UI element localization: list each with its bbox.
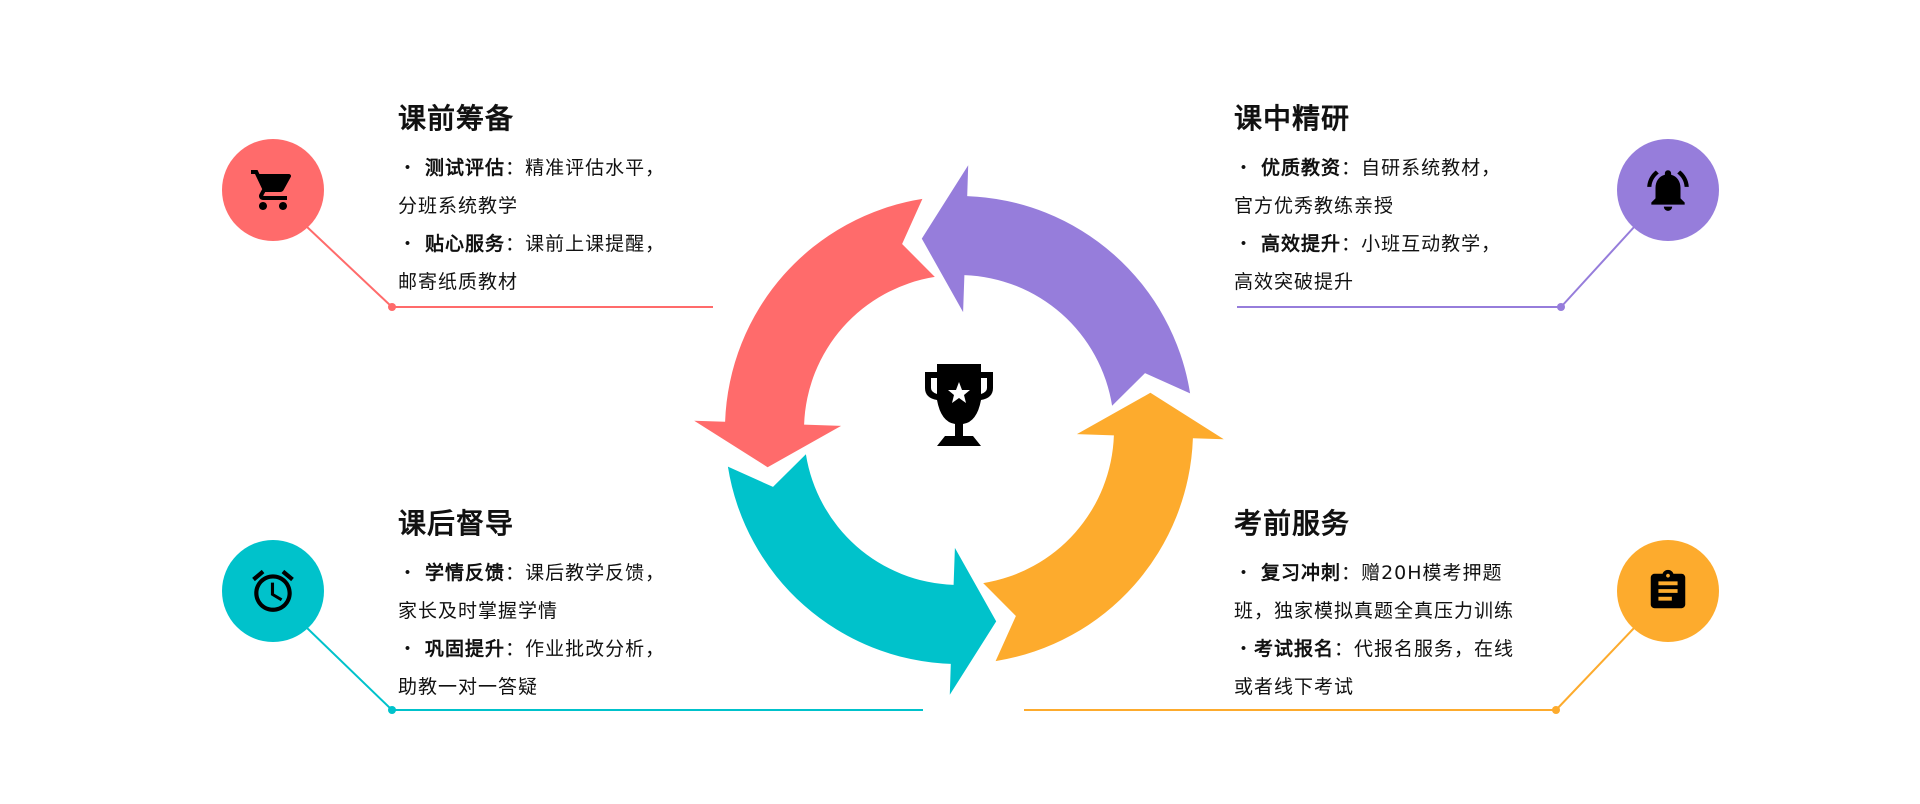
section-before-class: 课前筹备 ・ 测试评估：精准评估水平， 分班系统教学 ・ 贴心服务：课前上课提醒… — [398, 101, 738, 301]
cycle-arrow-teal — [727, 454, 997, 695]
shopping-cart-icon — [251, 170, 292, 210]
section-icon-circle-teal — [222, 540, 324, 642]
bullet-continuation: 助教一对一答疑 — [398, 676, 539, 698]
section-in-class: 课中精研 ・ 优质教资：自研系统教材， 官方优秀教练亲授 ・ 高效提升：小班互动… — [1234, 101, 1574, 301]
section-after-class: 课后督导 ・ 学情反馈：课后教学反馈， 家长及时掌握学情 ・ 巩固提升：作业批改… — [398, 506, 738, 706]
bullet-line: ・ 贴心服务：课前上课提醒， — [398, 233, 666, 255]
connector-purple — [1237, 225, 1636, 311]
section-title: 课前筹备 — [398, 102, 515, 135]
bullet-continuation: 邮寄纸质教材 — [398, 271, 519, 293]
section-title: 课中精研 — [1234, 102, 1351, 135]
bullet-continuation: 分班系统教学 — [398, 195, 519, 217]
section-icon-circle-purple — [1617, 139, 1719, 241]
connector-red — [305, 225, 713, 311]
alarm-clock-icon — [252, 569, 294, 612]
section-before-exam: 考前服务 ・ 复习冲刺：赠20H模考押题 班，独家模拟真题全真压力训练 ・考试报… — [1234, 506, 1574, 706]
bullet-line: ・ 复习冲刺：赠20H模考押题 — [1234, 562, 1503, 584]
bullet-continuation: 家长及时掌握学情 — [398, 600, 559, 622]
section-icon-circle-red — [222, 139, 324, 241]
connector-teal — [305, 626, 923, 714]
bullet-continuation: 或者线下考试 — [1234, 676, 1355, 698]
section-title: 课后督导 — [398, 507, 515, 540]
bullet-line: ・ 优质教资：自研系统教材， — [1234, 157, 1502, 179]
bullet-line: ・ 巩固提升：作业批改分析， — [398, 638, 666, 660]
bell-icon — [1647, 170, 1689, 211]
bullet-continuation: 高效突破提升 — [1234, 271, 1355, 293]
cycle-arrow-purple — [921, 165, 1191, 406]
connector-orange — [1024, 626, 1636, 714]
clipboard-icon — [1650, 569, 1686, 609]
bullet-line: ・考试报名：代报名服务，在线 — [1234, 638, 1515, 660]
cycle-arrow-orange — [983, 392, 1224, 662]
bullet-continuation: 官方优秀教练亲授 — [1234, 195, 1395, 217]
trophy-icon — [925, 364, 993, 446]
bullet-line: ・ 学情反馈：课后教学反馈， — [398, 562, 666, 584]
bullet-line: ・ 高效提升：小班互动教学， — [1234, 233, 1502, 255]
section-icon-circle-orange — [1617, 540, 1719, 642]
bullet-line: ・ 测试评估：精准评估水平， — [398, 157, 666, 179]
section-title: 考前服务 — [1234, 507, 1351, 540]
bullet-continuation: 班，独家模拟真题全真压力训练 — [1234, 600, 1515, 622]
cycle-arrow-red — [694, 198, 935, 468]
